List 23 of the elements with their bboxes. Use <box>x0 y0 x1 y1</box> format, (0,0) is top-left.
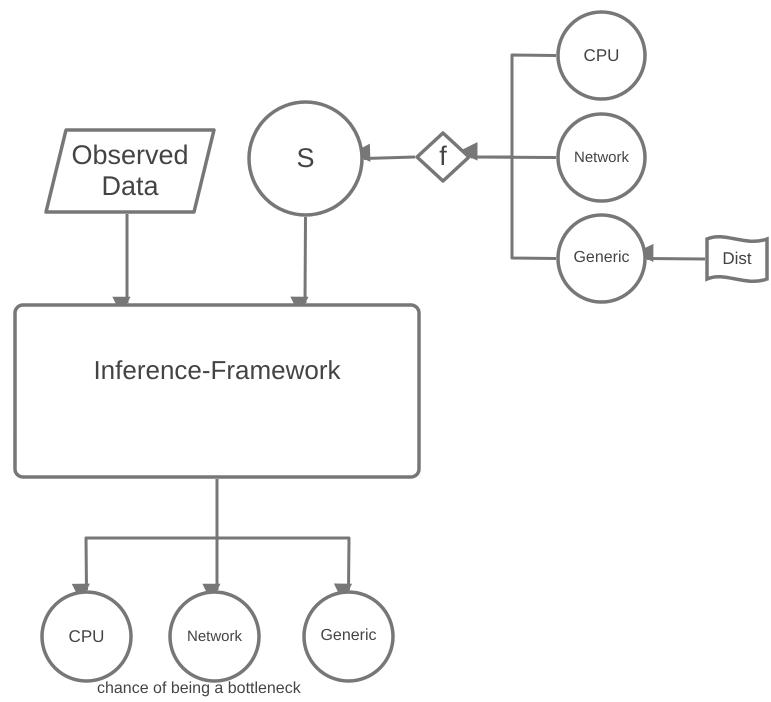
circle-node <box>556 10 647 101</box>
node-label: f <box>439 141 447 173</box>
tape-shape <box>705 235 769 283</box>
node-label: Generic <box>573 249 630 268</box>
circle-node <box>247 100 364 217</box>
decision-diamond <box>415 131 471 183</box>
circle-node <box>302 590 395 683</box>
node-label: S <box>296 142 314 174</box>
node-label: Network <box>574 148 629 166</box>
circle-node <box>556 213 647 304</box>
circle-node <box>168 590 261 683</box>
data-parallelogram <box>44 128 216 214</box>
node-label: CPU <box>584 46 620 66</box>
node-label: Observed Data <box>70 140 190 202</box>
node-label: CPU <box>68 626 104 646</box>
node-label: Dist <box>722 249 752 269</box>
process-box <box>13 303 421 479</box>
circle-node <box>556 112 647 203</box>
node-label: Generic <box>320 627 377 646</box>
caption-text: chance of being a bottleneck <box>97 680 301 698</box>
node-label: Network <box>186 628 242 646</box>
node-label: Inference-Framework <box>93 356 341 388</box>
circle-node <box>40 590 133 683</box>
